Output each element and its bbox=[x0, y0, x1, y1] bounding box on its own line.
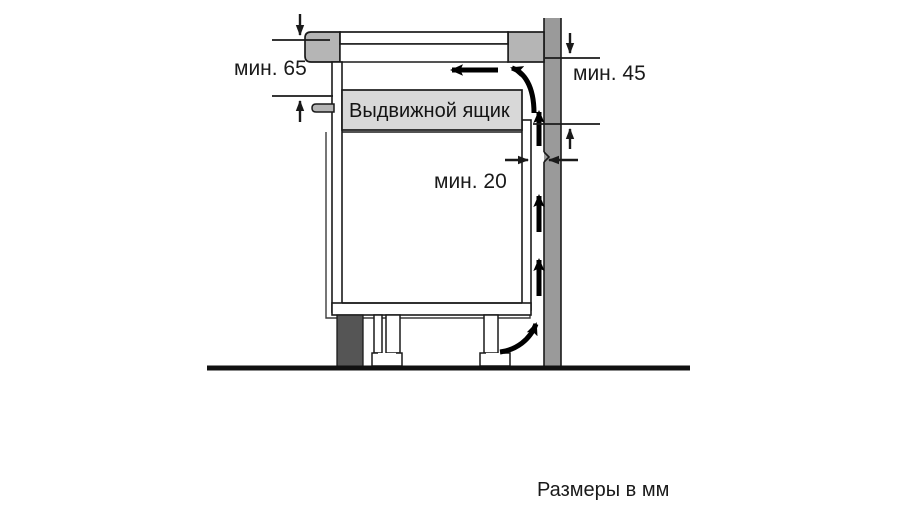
dimension-label-min-20: мин. 20 bbox=[434, 170, 507, 193]
pull-out-drawer: Выдвижной ящик bbox=[311, 89, 523, 131]
dimension-label-min-45: мин. 45 bbox=[573, 62, 646, 85]
dimension-min-20: мин. 20 bbox=[434, 155, 578, 193]
airflow-arrow-turn-top bbox=[510, 65, 537, 114]
drawer-label: Выдвижной ящик bbox=[349, 100, 510, 122]
cabinet-body bbox=[325, 61, 532, 319]
caption-units: Размеры в мм bbox=[537, 479, 669, 501]
dimension-min-45: мин. 45 bbox=[533, 33, 646, 149]
rear-wall bbox=[543, 18, 562, 370]
dimension-label-min-65: мин. 65 bbox=[234, 57, 307, 80]
adjustable-legs bbox=[371, 314, 511, 367]
airflow-arrows bbox=[450, 64, 545, 355]
cooktop-panel bbox=[304, 31, 545, 63]
plinth-panel bbox=[336, 314, 364, 368]
dimension-min-65: мин. 65 bbox=[234, 14, 333, 122]
airflow-arrow-intake-bottom bbox=[499, 322, 539, 355]
